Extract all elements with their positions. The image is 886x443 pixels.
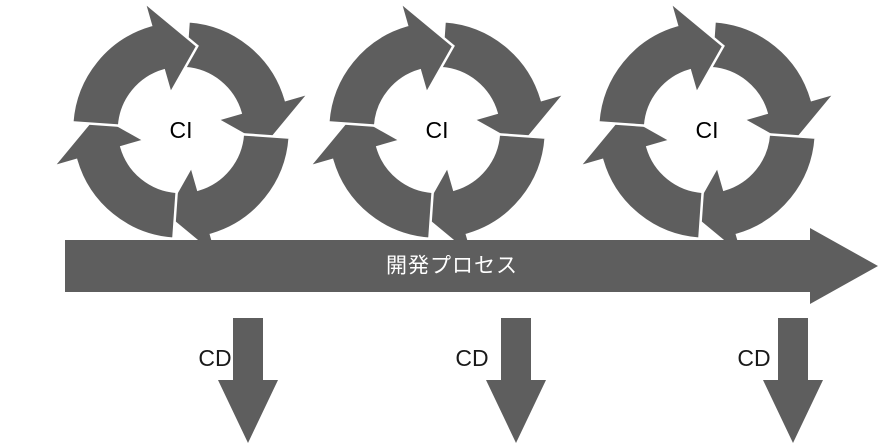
ci-label-2: CI — [426, 117, 449, 143]
ci-arc-segment — [709, 19, 839, 148]
ci-label-3: CI — [696, 117, 719, 143]
ci-arc-segment — [326, 0, 455, 128]
development-process-arrow[interactable]: 開発プロセス — [65, 228, 878, 304]
ci-arc-segment — [183, 19, 313, 148]
ci-label-1: CI — [170, 117, 193, 143]
ci-arc-segment — [419, 132, 548, 262]
ci-cycle-group-3[interactable]: CI — [575, 0, 839, 262]
cd-label-3: CD — [737, 345, 770, 371]
cd-arrow-3 — [763, 318, 823, 443]
ci-arc-segment — [689, 132, 818, 262]
cd-label-2: CD — [455, 345, 488, 371]
ci-arc-segment — [163, 132, 292, 262]
ci-cycle-group-1[interactable]: CI — [49, 0, 313, 262]
cd-delivery-group-3[interactable]: CD — [737, 318, 823, 443]
cd-label-1: CD — [198, 345, 231, 371]
cd-delivery-group-1[interactable]: CD — [198, 318, 278, 443]
ci-ring-3 — [575, 0, 839, 262]
ci-ring-1 — [49, 0, 313, 262]
ci-arc-segment — [305, 112, 435, 241]
ci-arc-segment — [596, 0, 725, 128]
cd-arrow-1 — [218, 318, 278, 443]
ci-arc-segment — [575, 112, 705, 241]
ci-arc-segment — [49, 112, 179, 241]
cd-arrow-2 — [486, 318, 546, 443]
process-arrow-shape — [65, 228, 878, 304]
ci-cycle-group-2[interactable]: CI — [305, 0, 569, 262]
ci-ring-2 — [305, 0, 569, 262]
ci-arc-segment — [70, 0, 199, 128]
process-arrow-label: 開発プロセス — [386, 255, 518, 278]
cd-delivery-group-2[interactable]: CD — [455, 318, 546, 443]
ci-arc-segment — [439, 19, 569, 148]
